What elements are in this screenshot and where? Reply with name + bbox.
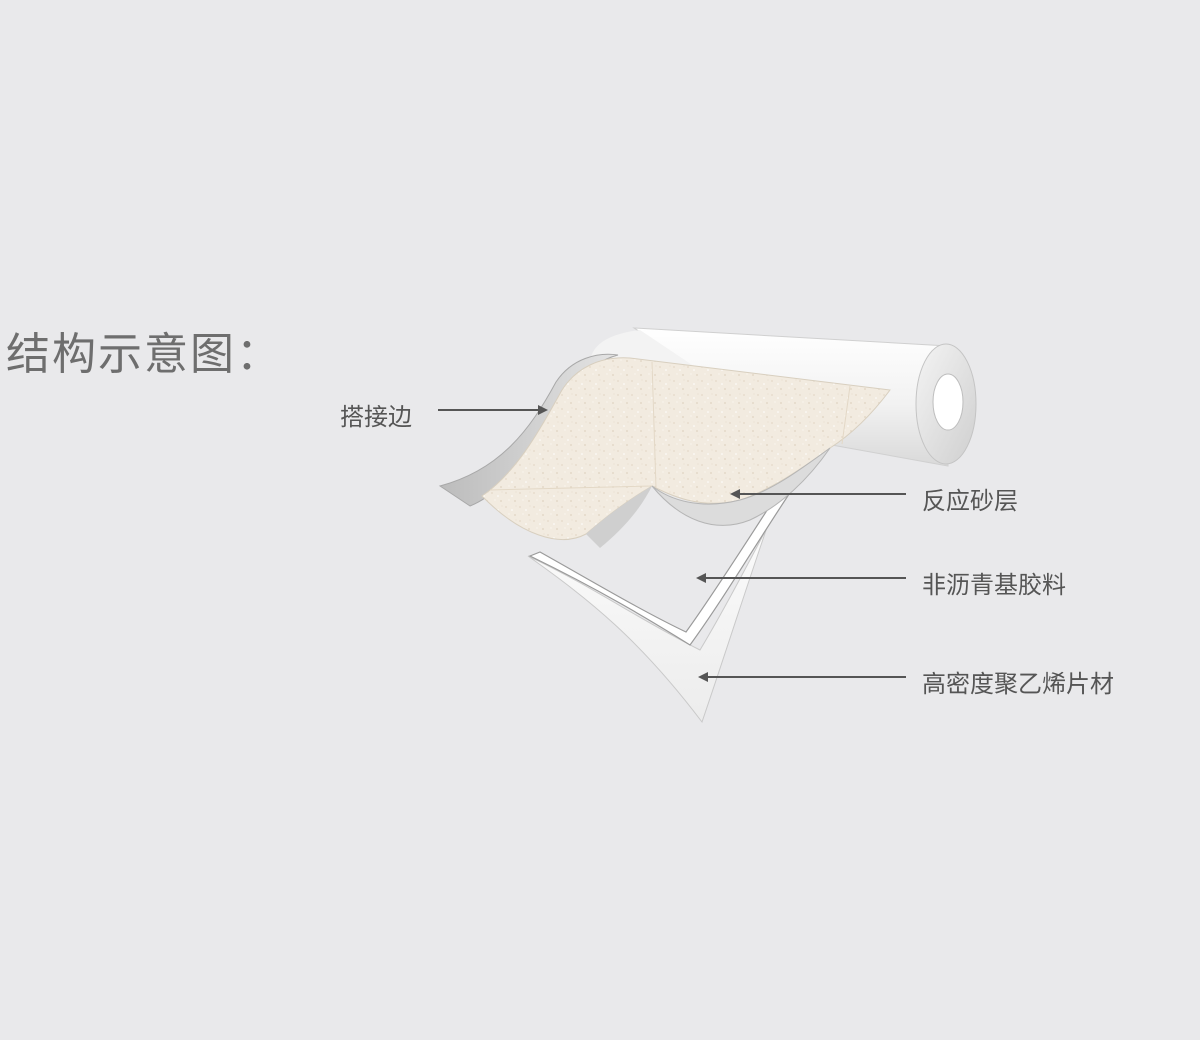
label-reactive-sand-layer: 反应砂层 [922, 487, 1018, 515]
arrowhead-sand-layer [730, 489, 740, 499]
page-title: 结构示意图： [6, 329, 282, 380]
arrowhead-hdpe [698, 672, 708, 682]
leader-lines [438, 405, 906, 682]
arrowhead-overlap-edge [538, 405, 548, 415]
label-hdpe-sheet: 高密度聚乙烯片材 [922, 670, 1114, 698]
label-non-asphalt-adhesive: 非沥青基胶料 [922, 571, 1066, 599]
label-overlap-edge: 搭接边 [340, 403, 412, 431]
arrowhead-adhesive [696, 573, 706, 583]
top-curled-sheet [438, 353, 891, 548]
